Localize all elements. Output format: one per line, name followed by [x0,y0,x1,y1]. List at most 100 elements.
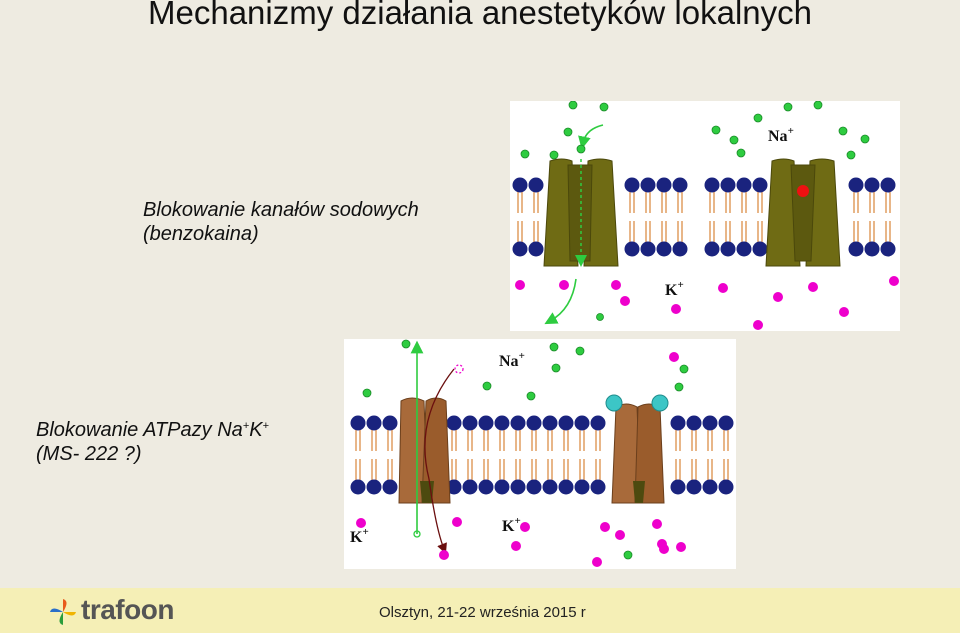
potassium-ion [671,304,681,314]
lipid-head [574,415,590,431]
sodium-ion [838,126,848,136]
potassium-ion [669,352,679,362]
potassium-ion [659,544,669,554]
potassium-ion [718,283,728,293]
lipid-head [510,479,526,495]
lipid-head [640,241,656,257]
potassium-ion [452,517,462,527]
lipid-head [528,177,544,193]
lipid-head [462,415,478,431]
potassium-ion [611,280,621,290]
label-na: Na+ [768,125,794,145]
caption-atpase-sup1: + [242,420,250,432]
sodium-ion [596,313,604,321]
potassium-ion [889,276,899,286]
potassium-ion [520,522,530,532]
footer-bar: trafoon Olsztyn, 21-22 września 2015 r [0,588,960,633]
caption-sodium-line2: (benzokaina) [143,223,259,245]
lipid-head [446,479,462,495]
event-location-date: Olsztyn, 21-22 września 2015 r [379,604,586,621]
lipid-head [656,177,672,193]
lipid-head [558,479,574,495]
lipid-head [672,241,688,257]
lipid-head [528,241,544,257]
lipid-head [848,241,864,257]
sodium-channel-svg: Na+ K+ [512,101,899,330]
lipid-head [736,241,752,257]
lipid-head [574,479,590,495]
caption-sodium-channels: Blokowanie kanałów sodowych (benzokaina) [143,198,419,246]
sodium-channel-open [543,158,619,267]
potassium-ion [515,280,525,290]
sodium-ion [711,125,721,135]
sodium-ion [575,346,585,356]
lipid-head [686,415,702,431]
lipid-head [752,177,768,193]
sodium-ion [783,102,793,112]
lipid-head [672,177,688,193]
potassium-ion [753,320,763,330]
sodium-ion [520,149,530,159]
label-na-bottom: Na+ [499,350,525,370]
sodium-ion [623,550,633,560]
sodium-ion [860,134,870,144]
caption-atpase-middle: K [249,419,263,441]
potassium-ion [615,530,625,540]
lipid-head [720,241,736,257]
lipid-head [512,241,528,257]
sodium-ion [679,364,689,374]
potassium-ion [652,519,662,529]
potassium-ion [808,282,818,292]
bottom-ions [356,339,689,567]
sodium-channel-diagram: Na+ K+ [510,101,900,331]
atpase-pump-blocked [605,394,669,504]
caption-atpase-line2: (MS- 222 ?) [36,443,142,465]
sodium-influx-arrow-in [578,124,604,150]
sodium-channel-blocked [765,158,841,267]
bottom-membrane [350,415,734,495]
logo-wordmark: trafoon [81,594,174,625]
sodium-ion [736,148,746,158]
potassium-ion [439,550,449,560]
lipid-head [718,415,734,431]
lipid-head [526,415,542,431]
lipid-head [848,177,864,193]
sodium-ion [729,135,739,145]
lipid-head [510,415,526,431]
lipid-head [350,415,366,431]
potassium-ion [773,292,783,302]
sodium-ion [674,382,684,392]
lipid-head [590,479,606,495]
sodium-ion [482,381,492,391]
potassium-ion [620,296,630,306]
lipid-head [718,479,734,495]
lipid-head [752,241,768,257]
trafoon-logo: trafoon [48,594,216,628]
lipid-head [736,177,752,193]
lipid-head [624,241,640,257]
lipid-head [624,177,640,193]
pinwheel-logo-icon [50,599,76,625]
potassium-ion [559,280,569,290]
lipid-head [670,415,686,431]
lipid-head [880,241,896,257]
top-ions [515,101,899,330]
lipid-head [366,415,382,431]
lipid-head [382,415,398,431]
lipid-head [512,177,528,193]
lipid-head [494,479,510,495]
lipid-head [704,177,720,193]
sodium-ion [526,391,536,401]
caption-atpase-line1: Blokowanie ATPazy Na+K+ [36,418,269,442]
label-k-bottom-right: K+ [502,515,521,535]
caption-atpase: Blokowanie ATPazy Na+K+ (MS- 222 ?) [36,418,269,466]
lipid-head [446,415,462,431]
lipid-head [494,415,510,431]
sodium-ion [549,150,559,160]
label-k: K+ [665,279,684,299]
lipid-head [526,479,542,495]
sodium-ion [576,144,586,154]
lipid-head [366,479,382,495]
sodium-ion [599,102,609,112]
slide-title: Mechanizmy działania anestetyków lokalny… [148,0,812,31]
